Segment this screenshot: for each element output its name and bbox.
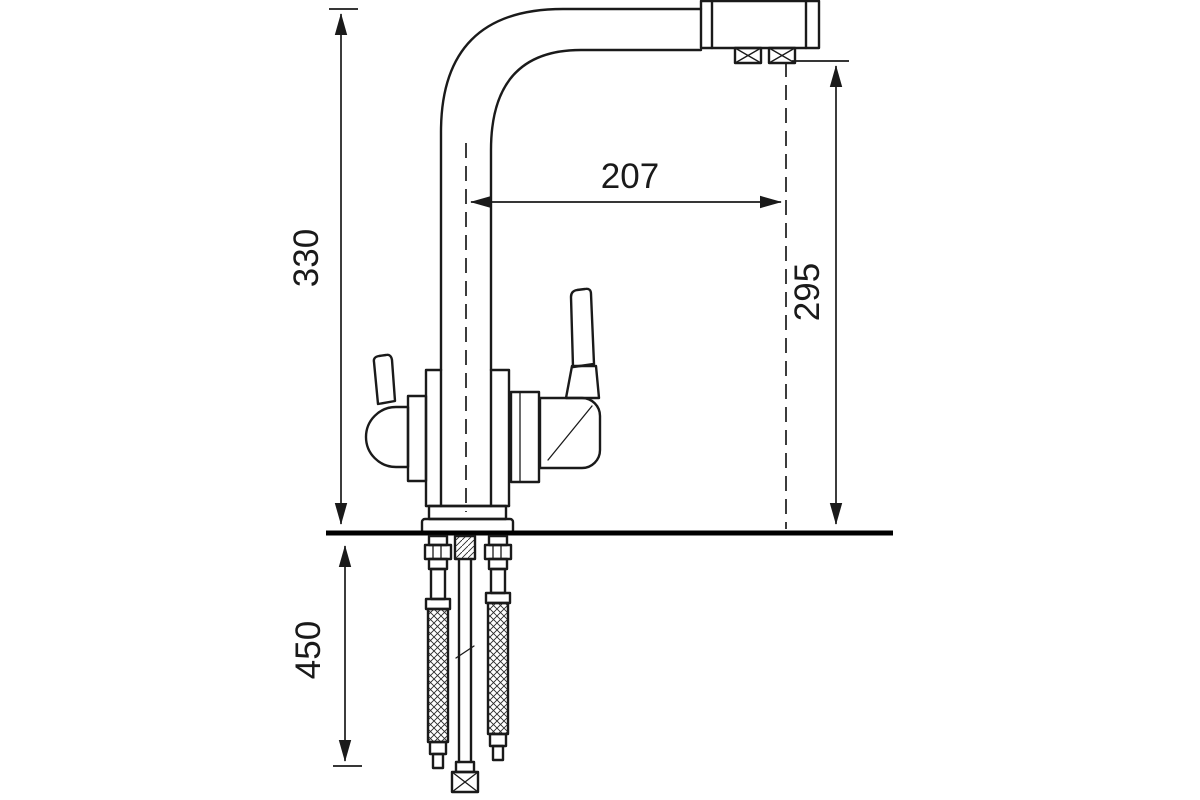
- dimension-total-height: 330: [287, 8, 358, 525]
- middle-supply-pipe: [450, 534, 480, 794]
- dim-label-outlet-height: 295: [788, 263, 827, 321]
- spout-inner-curve: [489, 48, 703, 372]
- aerator-fittings: [733, 46, 797, 65]
- left-hose-braid: [426, 607, 450, 744]
- dimension-hose-length: 450: [289, 545, 362, 767]
- right-handle-neck: [564, 364, 601, 400]
- faucet-body-outline: [364, 0, 821, 535]
- dimension-outlet-height: 295: [788, 60, 849, 525]
- right-handle: [509, 287, 602, 484]
- middle-pipe-end-nut: [450, 770, 480, 794]
- left-handle-lever: [372, 353, 397, 406]
- base-flange: [420, 504, 515, 535]
- left-handle: [364, 353, 428, 483]
- mixer-body: [424, 368, 511, 508]
- supply-hoses: [423, 534, 513, 794]
- dim-label-hose-length: 450: [289, 621, 328, 679]
- left-supply-hose: [423, 534, 453, 770]
- right-handle-plate: [509, 390, 541, 484]
- dim-label-spout-reach: 207: [601, 157, 659, 196]
- right-handle-knob: [538, 396, 602, 470]
- right-handle-lever: [569, 287, 596, 369]
- dimension-spout-reach: 207: [470, 157, 782, 209]
- right-supply-hose: [483, 534, 513, 762]
- left-handle-knob: [364, 405, 410, 469]
- dim-label-total-height: 330: [287, 229, 326, 287]
- spout-head: [699, 0, 821, 50]
- right-hose-braid: [486, 601, 510, 736]
- spout-outer-curve: [439, 7, 703, 372]
- centerlines: [465, 62, 787, 529]
- left-handle-plate: [406, 394, 428, 483]
